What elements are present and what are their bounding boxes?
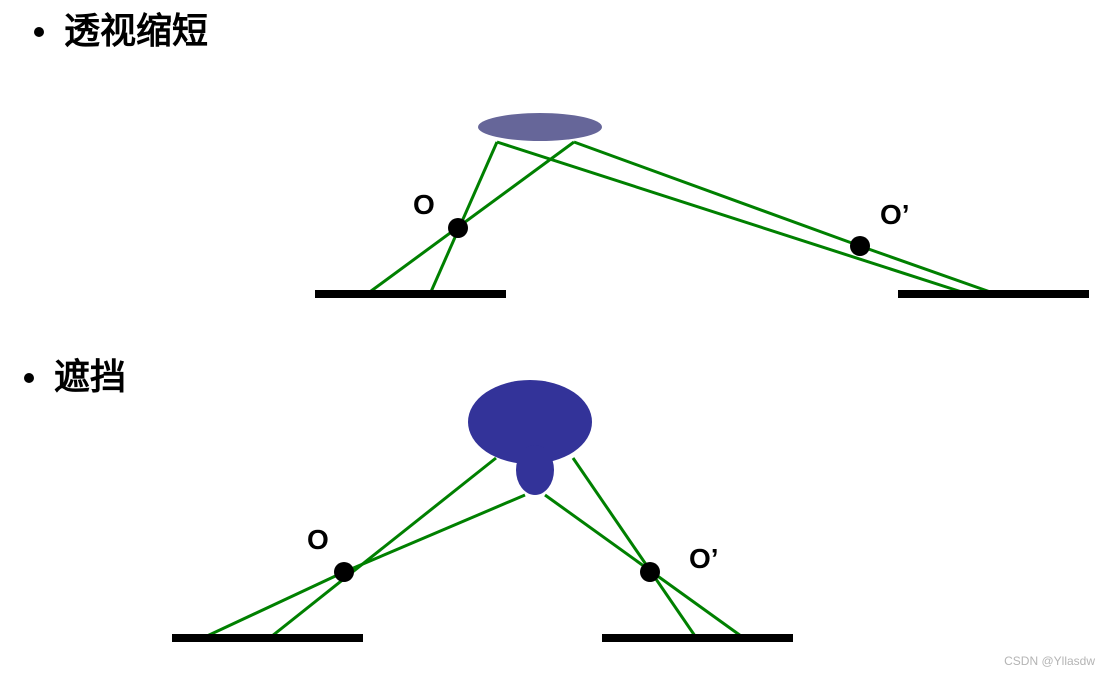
rays-group (206, 456, 742, 638)
section-title-foreshortening: 透视缩短 (34, 14, 208, 50)
pinhole-prime-label: O’ (880, 199, 910, 230)
occlusion-figure: O O’ (172, 380, 793, 642)
pinhole-dot (448, 218, 468, 238)
pinhole-prime-dot (640, 562, 660, 582)
ray (343, 493, 526, 574)
pinhole-prime-label: O’ (689, 543, 719, 574)
ray (571, 457, 697, 637)
section-title-occlusion: 遮挡 (24, 360, 126, 396)
pinhole-prime-dot (850, 236, 870, 256)
ray (573, 140, 861, 248)
section-title-text: 透视缩短 (64, 11, 209, 52)
object-tail (516, 445, 554, 495)
pinhole-label: O (307, 524, 329, 555)
pinhole-label: O (413, 189, 435, 220)
ray (428, 141, 499, 295)
watermark: CSDN @Yllasdw (1004, 654, 1095, 668)
ray (366, 140, 575, 296)
ray (206, 570, 345, 638)
ray (859, 244, 997, 296)
foreshortening-figure: O O’ (315, 113, 1089, 298)
object-head (468, 380, 592, 464)
object-ellipse (478, 113, 602, 141)
occluding-object (468, 380, 592, 495)
ray (271, 456, 497, 638)
section-title-text: 遮挡 (54, 357, 127, 398)
pinhole-dot (334, 562, 354, 582)
bullet-icon (34, 27, 44, 37)
bullet-icon (24, 373, 34, 383)
ray (496, 140, 969, 296)
rays-group (366, 140, 997, 296)
